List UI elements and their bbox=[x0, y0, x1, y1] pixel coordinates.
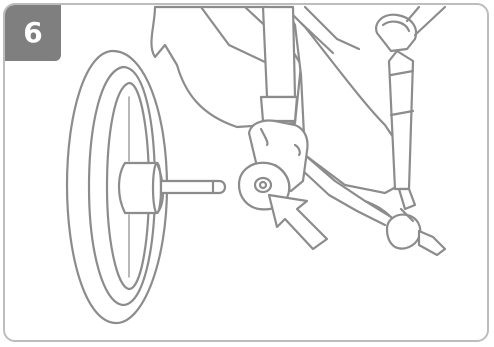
step-badge: 6 bbox=[5, 5, 61, 61]
instruction-panel: 6 bbox=[3, 3, 489, 342]
stroller-wheel-attachment-illustration bbox=[5, 5, 489, 342]
arrow-icon bbox=[269, 195, 327, 249]
step-number: 6 bbox=[23, 19, 42, 47]
